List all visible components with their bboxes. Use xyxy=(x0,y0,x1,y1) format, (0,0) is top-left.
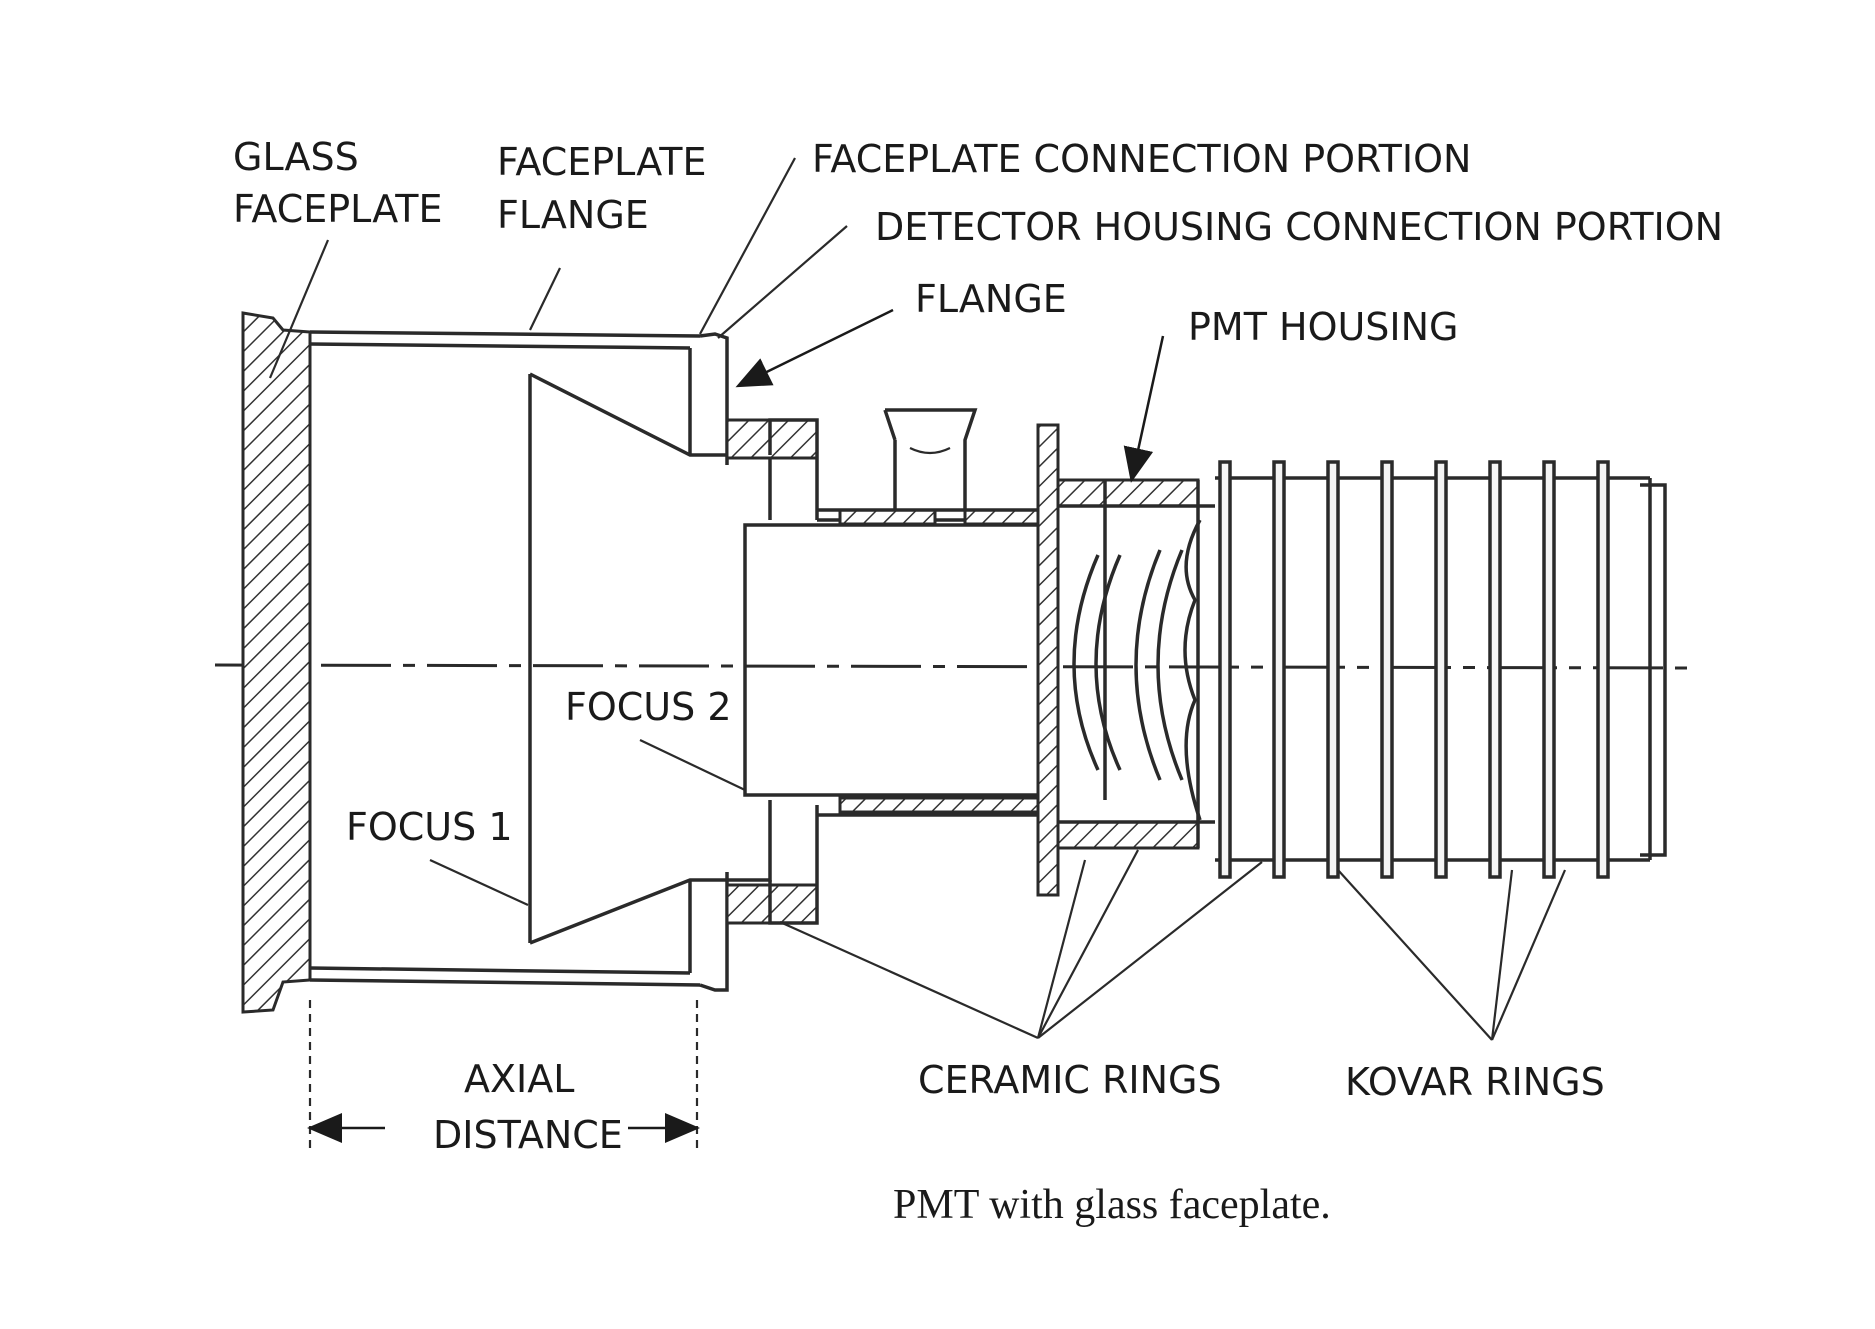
label-faceplate-flange-line2: FLANGE xyxy=(497,193,649,237)
figure-caption: PMT with glass faceplate. xyxy=(893,1182,1331,1228)
glass-faceplate xyxy=(243,313,310,1012)
label-glass-faceplate-line2: FACEPLATE xyxy=(233,187,442,231)
label-glass-faceplate-line1: GLASS xyxy=(233,135,359,179)
vertical-flange xyxy=(1038,425,1058,895)
label-pmt-housing: PMT HOUSING xyxy=(1188,305,1459,349)
kovar-ring xyxy=(1544,462,1554,877)
focus-cylinder xyxy=(745,520,1045,795)
kovar-ring xyxy=(1328,462,1338,877)
label-kovar-rings: KOVAR RINGS xyxy=(1345,1060,1605,1104)
kovar-ring-set xyxy=(1220,462,1608,877)
upper-housing xyxy=(817,510,1045,815)
kovar-ring xyxy=(1436,462,1446,877)
kovar-ring xyxy=(1274,462,1284,877)
center-axis xyxy=(215,665,1695,668)
exhaust-tube xyxy=(885,410,975,510)
label-faceplate-connection: FACEPLATE CONNECTION PORTION xyxy=(812,137,1471,181)
label-faceplate-flange-line1: FACEPLATE xyxy=(497,140,706,184)
label-flange: FLANGE xyxy=(915,277,1067,321)
label-focus-2: FOCUS 2 xyxy=(565,685,732,729)
label-axial-line1: AXIAL xyxy=(464,1057,574,1101)
label-axial-line2: DISTANCE xyxy=(433,1113,623,1157)
dynodes xyxy=(1074,520,1200,820)
label-ceramic-rings: CERAMIC RINGS xyxy=(918,1058,1222,1102)
kovar-ring xyxy=(1220,462,1230,877)
kovar-ring xyxy=(1490,462,1500,877)
kovar-ring xyxy=(1598,462,1608,877)
flange-blocks xyxy=(727,420,817,923)
label-detector-housing-connection: DETECTOR HOUSING CONNECTION PORTION xyxy=(875,205,1723,249)
kovar-ring xyxy=(1382,462,1392,877)
label-focus-1: FOCUS 1 xyxy=(346,805,513,849)
